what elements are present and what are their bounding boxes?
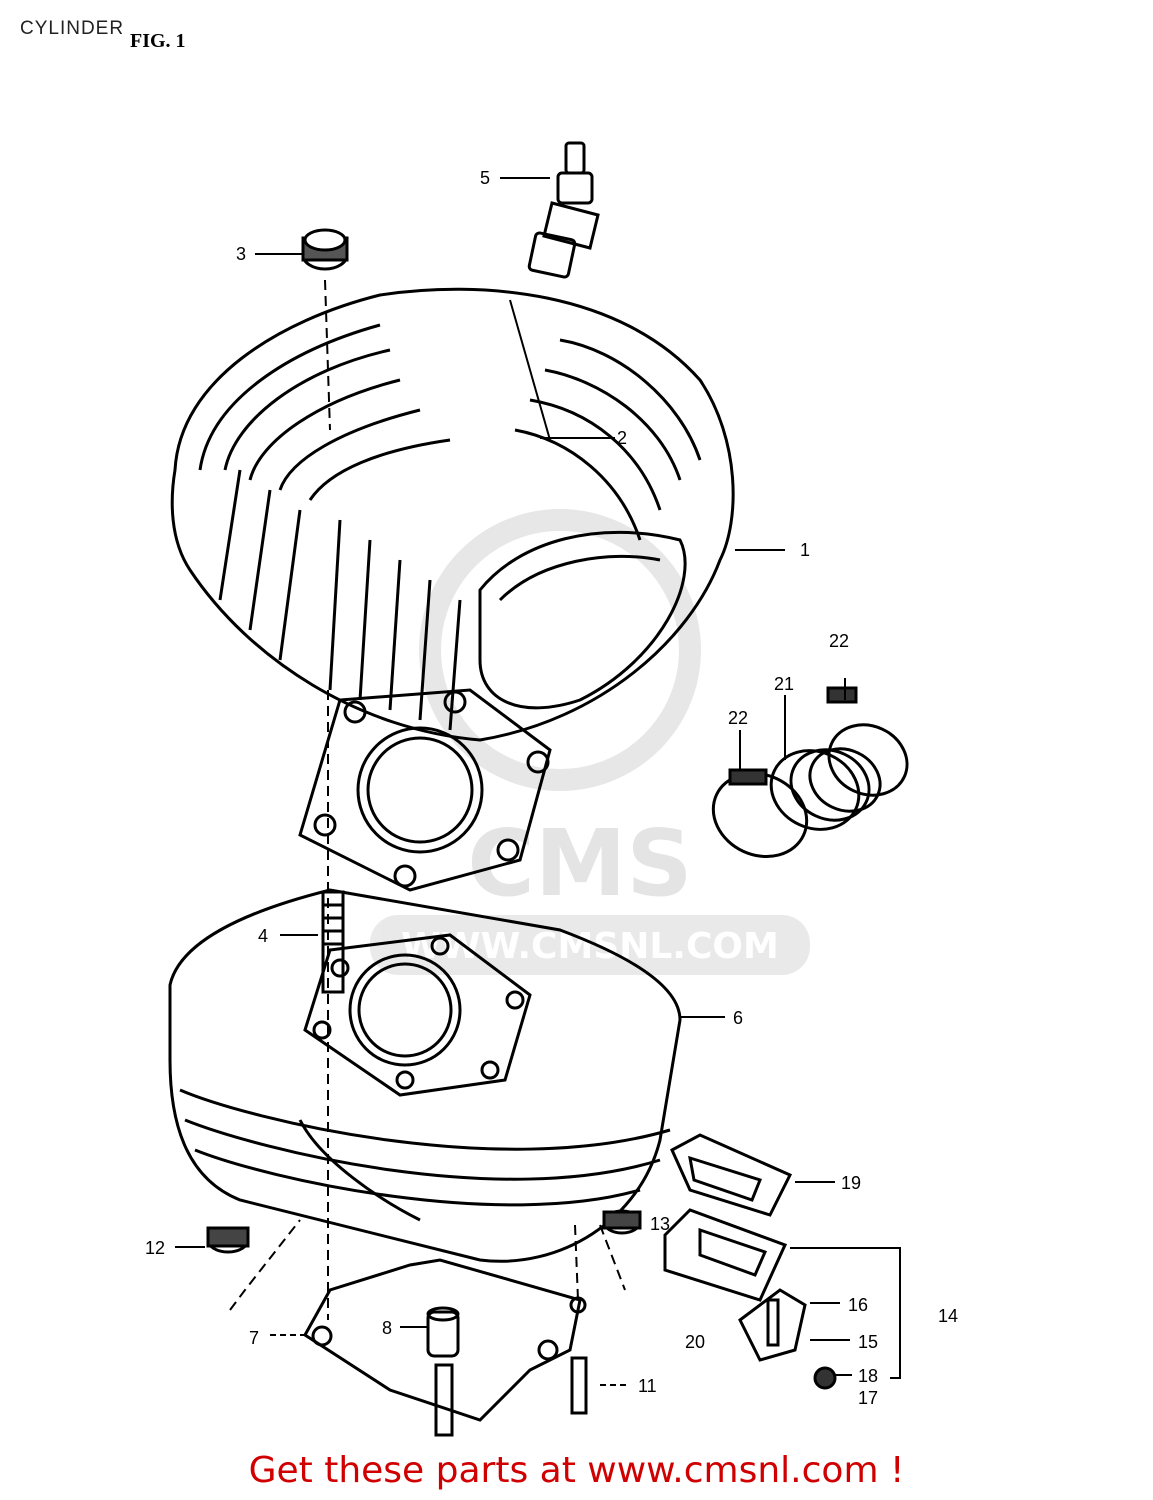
base-gasket bbox=[303, 1258, 587, 1422]
page-title: CYLINDER bbox=[20, 18, 125, 39]
callout-7: 7 bbox=[249, 1328, 259, 1348]
watermark: CMS WWW.CMSNL.COM bbox=[370, 509, 810, 975]
nut-12 bbox=[206, 1226, 250, 1254]
figure-label: FIG. 1 bbox=[130, 30, 186, 52]
exploded-parts-diagram: CMS WWW.CMSNL.COM bbox=[145, 141, 958, 1437]
callout-6: 6 bbox=[733, 1008, 743, 1028]
reed-valve-assembly bbox=[663, 1133, 837, 1390]
callout-19: 19 bbox=[841, 1173, 861, 1193]
callout-18: 18 bbox=[858, 1366, 878, 1386]
callout-8: 8 bbox=[382, 1318, 392, 1338]
cap-nut bbox=[301, 228, 349, 271]
dowel-pin bbox=[426, 1306, 460, 1358]
callout-2: 2 bbox=[617, 428, 627, 448]
callout-20: 20 bbox=[685, 1332, 705, 1352]
cylinder-head bbox=[170, 287, 735, 742]
callout-21: 21 bbox=[774, 674, 794, 694]
callout-22-lower: 22 bbox=[728, 708, 748, 728]
head-gasket bbox=[298, 688, 552, 892]
callout-14: 14 bbox=[938, 1306, 958, 1326]
stud-11 bbox=[570, 1356, 588, 1415]
callout-4: 4 bbox=[258, 926, 268, 946]
callouts: 1 2 3 4 5 6 7 8 9 11 12 13 14 15 16 17 1… bbox=[145, 168, 958, 1408]
callout-15: 15 bbox=[858, 1332, 878, 1352]
nut-13 bbox=[602, 1209, 642, 1235]
intake-pipe-and-clamps bbox=[711, 686, 909, 859]
watermark-url: WWW.CMSNL.COM bbox=[401, 926, 779, 967]
stud-9 bbox=[434, 1363, 454, 1437]
callout-17: 17 bbox=[858, 1388, 878, 1408]
watermark-brand: CMS bbox=[467, 810, 692, 917]
leader-lines bbox=[175, 177, 901, 1386]
callout-5: 5 bbox=[480, 168, 490, 188]
callout-22-upper: 22 bbox=[829, 631, 849, 651]
callout-3: 3 bbox=[236, 244, 246, 264]
cylinder-block bbox=[168, 888, 682, 1263]
callout-12: 12 bbox=[145, 1238, 165, 1258]
callout-1: 1 bbox=[800, 540, 810, 560]
get-parts-link[interactable]: Get these parts at www.cmsnl.com ! bbox=[248, 1450, 905, 1491]
callout-11: 11 bbox=[638, 1376, 657, 1396]
spark-plug bbox=[527, 141, 600, 279]
callout-16: 16 bbox=[848, 1295, 868, 1315]
callout-13: 13 bbox=[650, 1214, 670, 1234]
